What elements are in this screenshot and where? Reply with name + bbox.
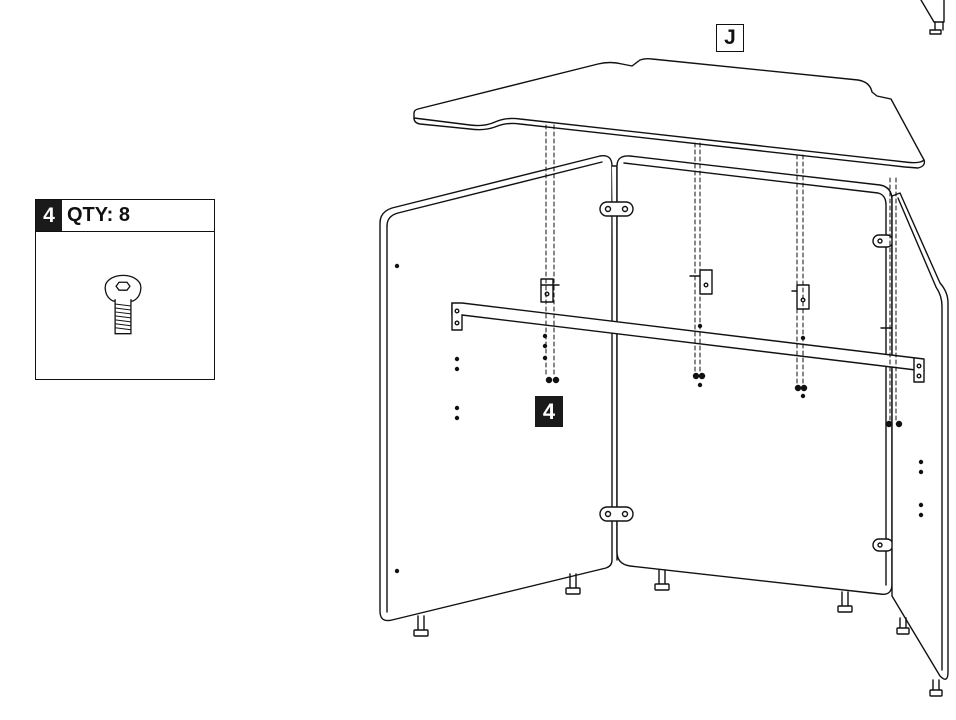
bracket-1	[540, 278, 560, 303]
alignment-guides	[545, 124, 897, 421]
screw-step-callout: 4	[535, 396, 563, 427]
hardware-header: 4 QTY: 8	[36, 200, 214, 232]
hinge-right-top	[872, 234, 894, 248]
hex-socket-screw-icon	[104, 274, 142, 335]
hinge-bottom	[599, 506, 634, 522]
desktop-part-label: J	[716, 24, 744, 52]
back-panel	[540, 155, 908, 595]
part-number-badge: 4	[36, 200, 62, 231]
previous-step-leg	[920, 0, 945, 35]
right-side-panel	[891, 192, 949, 680]
screws	[545, 372, 903, 428]
leveling-feet	[413, 569, 943, 697]
desktop-top-j	[413, 57, 926, 169]
hinge-right-bottom	[872, 538, 894, 552]
support-rail	[451, 302, 925, 383]
quantity-label: QTY: 8	[67, 204, 130, 226]
hardware-callout-box: 4 QTY: 8	[35, 199, 215, 380]
left-side-panel	[379, 155, 618, 622]
hinge-top	[599, 201, 634, 217]
